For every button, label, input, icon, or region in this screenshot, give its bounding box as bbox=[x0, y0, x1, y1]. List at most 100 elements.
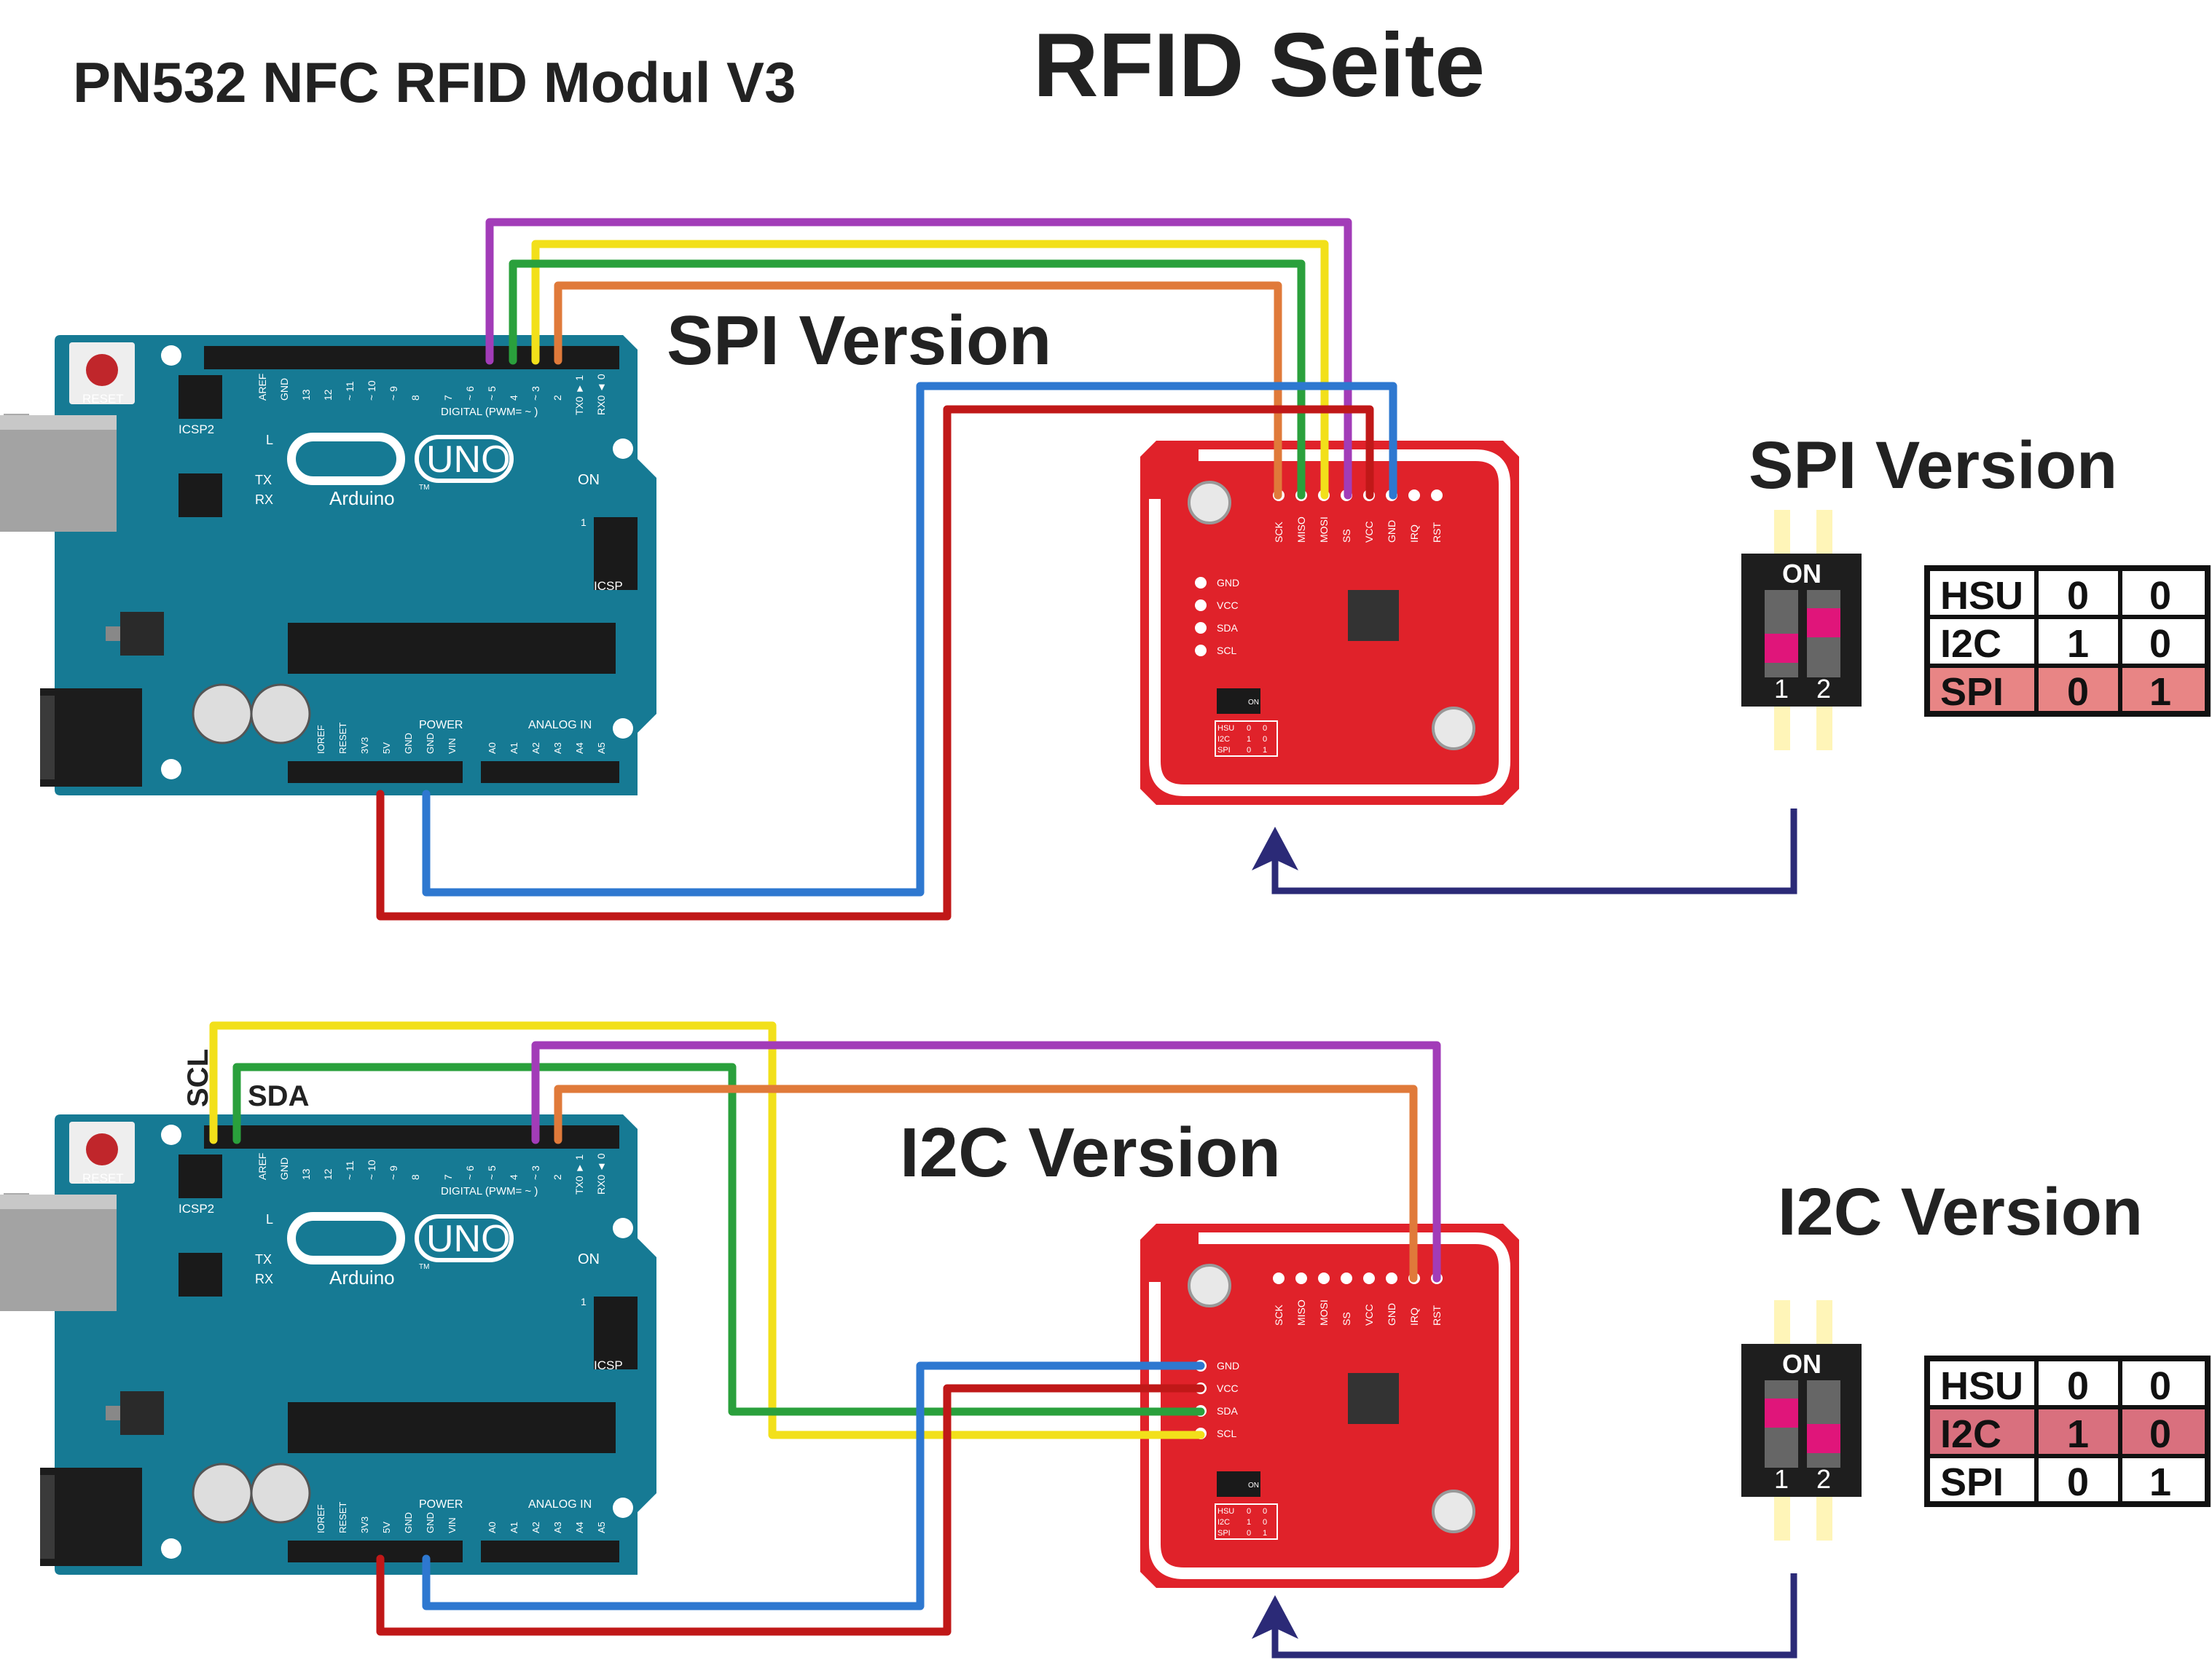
d4-label: 4 bbox=[508, 1174, 519, 1180]
pn532-mini-table-cell: SPI bbox=[1217, 1529, 1231, 1538]
d4-label: 4 bbox=[508, 395, 519, 401]
pn532-top-pin-label: RST bbox=[1431, 1305, 1443, 1326]
pn532-pin-hole bbox=[1195, 622, 1207, 634]
icsp-pin1-label: 1 bbox=[581, 1296, 587, 1307]
pn532-top-pin-label: SS bbox=[1341, 529, 1352, 543]
l-label: L bbox=[266, 1212, 273, 1227]
mode-hsu: HSU bbox=[1940, 574, 2023, 618]
rx0-label: RX0 ◄ 0 bbox=[595, 374, 607, 415]
dip-switch-spi: ON 1 2 bbox=[1741, 510, 1862, 750]
arduino-uno-i2c: RESET ICSP2 DIGITAL (PWM= ~ ) UNO Arduin… bbox=[0, 1114, 656, 1575]
dip-on-label: ON bbox=[1782, 559, 1821, 589]
power-label: POWER bbox=[419, 1498, 463, 1511]
uno-logo: UNO bbox=[426, 438, 511, 481]
tm-label: TM bbox=[419, 1263, 429, 1271]
d9-label: ~ 9 bbox=[388, 1165, 399, 1180]
pn532-top-pin-label: MISO bbox=[1295, 1299, 1307, 1326]
aref-label: AREF bbox=[256, 374, 268, 401]
pn532-top-pin-label: RST bbox=[1431, 522, 1443, 543]
pn532-pin-hole bbox=[1431, 489, 1443, 501]
vin-label: VIN bbox=[447, 1517, 458, 1533]
d11-label: ~ 11 bbox=[344, 1160, 356, 1180]
pn532-pin-hole bbox=[1318, 1272, 1330, 1284]
rx-label: RX bbox=[255, 492, 273, 507]
mode-hsu-s2: 0 bbox=[2149, 574, 2171, 618]
tm-label: TM bbox=[419, 484, 429, 492]
d5-label: ~ 5 bbox=[486, 386, 498, 401]
gnd-top-label: GND bbox=[278, 1157, 290, 1180]
pn532-top-pin-label: SS bbox=[1341, 1312, 1352, 1326]
digital-label: DIGITAL (PWM= ~ ) bbox=[441, 406, 538, 418]
pn532-top-pin-label: VCC bbox=[1363, 521, 1375, 543]
mode-hsu: HSU bbox=[1940, 1364, 2023, 1408]
i2c-version-label: I2C Version bbox=[900, 1114, 1281, 1192]
d6-label: ~ 6 bbox=[464, 386, 476, 401]
pn532-top-pin-label: MOSI bbox=[1318, 516, 1330, 543]
mode-spi: SPI bbox=[1940, 1460, 2004, 1504]
5v-label: 5V bbox=[381, 742, 392, 754]
mode-spi: SPI bbox=[1940, 670, 2004, 714]
d3-label: ~ 3 bbox=[530, 1165, 541, 1180]
wire-blue-i2c bbox=[422, 1361, 1205, 1610]
dip-num-2: 2 bbox=[1816, 1464, 1831, 1494]
reset-pin-label: RESET bbox=[337, 1502, 348, 1533]
dip-num-1: 1 bbox=[1774, 674, 1789, 704]
analog-label: ANALOG IN bbox=[528, 1498, 592, 1511]
d2-label: 2 bbox=[552, 395, 563, 401]
wire-yellow-i2c bbox=[209, 1021, 1205, 1439]
d10-label: ~ 10 bbox=[366, 380, 377, 401]
gnd1-label: GND bbox=[403, 1512, 414, 1533]
pn532-mini-table-cell: SPI bbox=[1217, 746, 1231, 755]
scl-label: SCL bbox=[182, 1049, 214, 1107]
pn532-mini-table-cell: 0 bbox=[1247, 724, 1251, 733]
icsp-label: ICSP bbox=[594, 1358, 623, 1372]
pn532-mini-table-cell: HSU bbox=[1217, 724, 1234, 733]
tx-label: TX bbox=[255, 473, 272, 487]
d3-label: ~ 3 bbox=[530, 386, 541, 401]
pn532-side-pin-label: GND bbox=[1217, 577, 1239, 589]
mode-i2c-s1: 1 bbox=[2067, 1412, 2089, 1456]
mode-i2c-s2: 0 bbox=[2149, 622, 2171, 666]
arrow-spi bbox=[1252, 809, 1797, 894]
3v3-label: 3V3 bbox=[359, 737, 370, 754]
dip-num-2: 2 bbox=[1816, 674, 1831, 704]
5v-label: 5V bbox=[381, 1522, 392, 1533]
spi-switch-title: SPI Version bbox=[1749, 428, 2117, 503]
mode-i2c-s1: 1 bbox=[2067, 622, 2089, 666]
reset-label: RESET bbox=[82, 1171, 124, 1185]
page-subtitle: PN532 NFC RFID Modul V3 bbox=[73, 50, 796, 114]
pn532-side-pin-label: SCL bbox=[1217, 1428, 1236, 1439]
analog-label: ANALOG IN bbox=[528, 719, 592, 731]
wire-yellow-spi bbox=[531, 240, 1329, 500]
pn532-side-pin-label: SCL bbox=[1217, 645, 1236, 656]
pn532-pin-hole bbox=[1363, 1272, 1375, 1284]
d9-label: ~ 9 bbox=[388, 386, 399, 401]
pn532-pin-hole bbox=[1341, 1272, 1352, 1284]
pn532-top-pin-label: VCC bbox=[1363, 1304, 1375, 1326]
a5-label: A5 bbox=[596, 1522, 607, 1533]
mode-hsu-s1: 0 bbox=[2067, 574, 2089, 618]
pn532-mini-table-cell: 0 bbox=[1263, 735, 1267, 744]
pn532-pin-hole bbox=[1195, 577, 1207, 589]
pn532-top-pin-label: SCK bbox=[1273, 522, 1285, 543]
pn532-pin-hole bbox=[1295, 1272, 1307, 1284]
3v3-label: 3V3 bbox=[359, 1517, 370, 1533]
d11-label: ~ 11 bbox=[344, 381, 356, 401]
wire-green-spi bbox=[509, 259, 1306, 500]
rx-label: RX bbox=[255, 1272, 273, 1286]
d12-label: 12 bbox=[322, 389, 334, 401]
a4-label: A4 bbox=[574, 742, 585, 754]
pn532-mini-table-cell: 0 bbox=[1247, 746, 1251, 755]
mode-table-spi: HSU 0 0 I2C 1 0 SPI 0 1 bbox=[1924, 565, 2211, 717]
pn532-pin-hole bbox=[1386, 1272, 1397, 1284]
pn532-mini-table-cell: 1 bbox=[1247, 1518, 1251, 1527]
wire-red-i2c bbox=[376, 1384, 1205, 1636]
a4-label: A4 bbox=[574, 1522, 585, 1533]
a3-label: A3 bbox=[552, 742, 563, 754]
gnd2-label: GND bbox=[425, 733, 436, 754]
pn532-mini-table-cell: 0 bbox=[1263, 724, 1267, 733]
d5-label: ~ 5 bbox=[486, 1165, 498, 1180]
